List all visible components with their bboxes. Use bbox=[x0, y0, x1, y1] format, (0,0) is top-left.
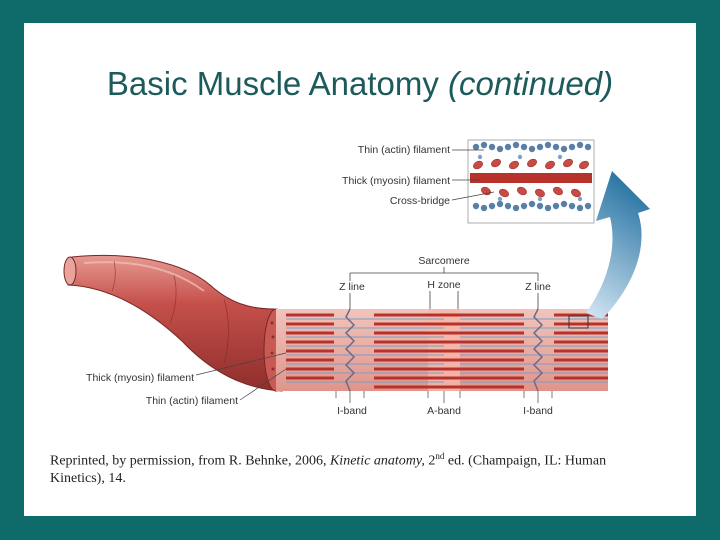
label-thick-filament-top: Thick (myosin) filament bbox=[342, 175, 450, 187]
title-italic: (continued) bbox=[448, 65, 614, 102]
cross-bridges bbox=[473, 158, 589, 198]
label-thick-filament-left: Thick (myosin) filament bbox=[86, 372, 194, 384]
title-main: Basic Muscle Anatomy bbox=[106, 65, 439, 102]
muscle-fiber bbox=[63, 254, 289, 392]
slide-title: Basic Muscle Anatomy (continued) bbox=[24, 65, 696, 103]
muscle-anatomy-diagram: Thin (actin) filament Thick (myosin) fil… bbox=[63, 139, 650, 417]
citation-suffix: ed. (Champaign, IL: Human Kinetics), 14. bbox=[50, 453, 607, 486]
actin-strand bbox=[472, 141, 592, 212]
z-line-right bbox=[532, 308, 544, 392]
label-thin-filament-left: Thin (actin) filament bbox=[146, 395, 238, 407]
citation: Reprinted, by permission, from R. Behnke… bbox=[50, 448, 630, 487]
citation-edition: 2 bbox=[424, 453, 436, 469]
label-sarcomere: Sarcomere bbox=[418, 255, 470, 267]
label-thin-filament-top: Thin (actin) filament bbox=[358, 144, 450, 156]
zoom-arrow-icon bbox=[586, 171, 650, 319]
label-i-band-right: I-band bbox=[523, 405, 553, 417]
myosin-core bbox=[470, 173, 592, 183]
z-line-left bbox=[344, 308, 356, 392]
label-a-band: A-band bbox=[427, 405, 461, 417]
citation-prefix: Reprinted, by permission, from R. Behnke… bbox=[50, 453, 330, 469]
band-markers bbox=[335, 391, 553, 403]
label-h-zone: H zone bbox=[427, 279, 460, 291]
sarcomere-bracket bbox=[349, 267, 539, 309]
slide: Basic Muscle Anatomy (continued) bbox=[24, 23, 696, 516]
filament-closeup bbox=[467, 139, 595, 224]
label-z-line-right: Z line bbox=[525, 281, 551, 293]
citation-book: Kinetic anatomy, bbox=[329, 453, 425, 469]
myofibril-block bbox=[276, 308, 608, 392]
citation-edition-sup: nd bbox=[435, 451, 445, 461]
label-cross-bridge: Cross-bridge bbox=[390, 195, 450, 207]
thick-filaments bbox=[374, 313, 524, 389]
label-i-band-left: I-band bbox=[337, 405, 367, 417]
label-z-line-left: Z line bbox=[339, 281, 365, 293]
